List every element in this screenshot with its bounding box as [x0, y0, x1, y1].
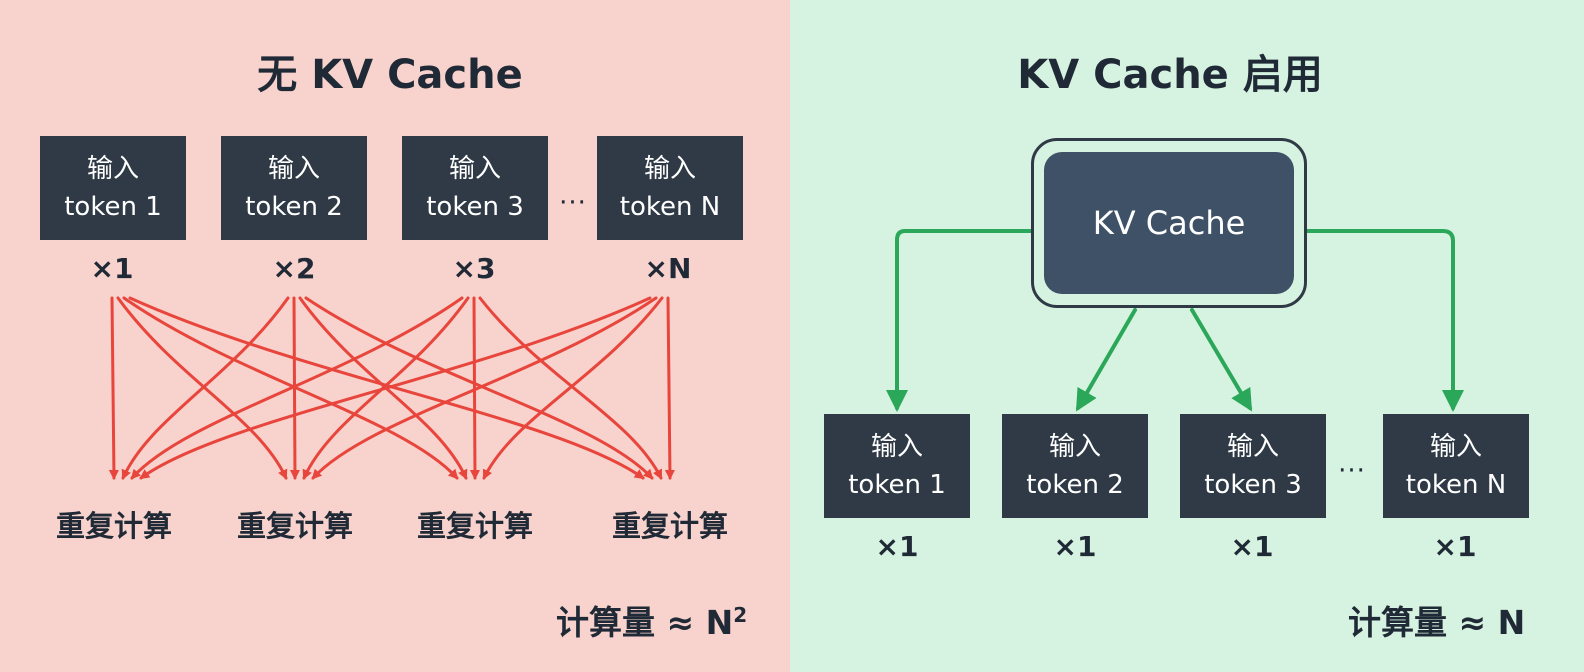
- recompute-label-2: 重复计算: [236, 509, 354, 543]
- token-line1: 输入: [1048, 432, 1101, 462]
- no-kv-cache-panel: [0, 0, 790, 672]
- recompute-arrow: [139, 296, 652, 480]
- left-title: 无 KV Cache: [257, 52, 523, 98]
- token-line1: 输入: [643, 154, 696, 184]
- right-token-1: 输入 token 1: [824, 414, 970, 518]
- left-mult-2: ×2: [272, 252, 316, 285]
- right-cost: 计算量 ≈ N: [1348, 603, 1526, 642]
- right-mult-3: ×1: [1230, 530, 1274, 563]
- right-mult-2: ×1: [1053, 530, 1097, 563]
- recompute-arrow: [469, 296, 480, 480]
- token-line2: token 2: [1026, 470, 1124, 500]
- recompute-arrow: [664, 296, 675, 480]
- right-mult-1: ×1: [875, 530, 919, 563]
- kv-cache-box: KV Cache: [1044, 152, 1294, 294]
- cache-arrow: [1305, 229, 1464, 412]
- right-title: KV Cache 启用: [1017, 52, 1323, 98]
- token-line1: 输入: [1429, 432, 1482, 462]
- token-line1: 输入: [870, 432, 923, 462]
- left-mult-n: ×N: [644, 252, 692, 285]
- right-token-3: 输入 token 3: [1180, 414, 1326, 518]
- recompute-arrow: [302, 296, 470, 480]
- recompute-label-1: 重复计算: [55, 509, 173, 543]
- cache-arrows: [886, 229, 1464, 412]
- left-cost-label: 计算量 ≈ N: [556, 603, 734, 642]
- token-line1: 输入: [448, 154, 501, 184]
- cache-arrow: [1190, 308, 1253, 412]
- cache-arrow: [886, 229, 1033, 412]
- left-cost: 计算量 ≈ N2: [556, 596, 747, 644]
- token-line1: 输入: [86, 154, 139, 184]
- left-token-2: 输入 token 2: [221, 136, 367, 240]
- right-ellipsis: ···: [1338, 456, 1366, 486]
- left-ellipsis: ···: [559, 188, 587, 218]
- recompute-arrow: [482, 296, 664, 480]
- recompute-arrow: [116, 296, 288, 480]
- recompute-label-3: 重复计算: [416, 509, 534, 543]
- recompute-label-n: 重复计算: [611, 509, 729, 543]
- recompute-arrow: [108, 296, 119, 480]
- recompute-arrow: [304, 296, 654, 480]
- recompute-arrows: [108, 296, 675, 480]
- token-line2: token 2: [245, 192, 343, 222]
- token-line2: token N: [619, 192, 721, 222]
- cache-arrow: [1075, 308, 1137, 412]
- token-line2: token 3: [426, 192, 524, 222]
- left-token-1: 输入 token 1: [40, 136, 186, 240]
- recompute-arrow: [122, 296, 459, 480]
- token-line1: 输入: [267, 154, 320, 184]
- left-token-n: 输入 token N: [597, 136, 743, 240]
- left-token-3: 输入 token 3: [402, 136, 548, 240]
- right-mult-n: ×1: [1433, 530, 1477, 563]
- token-line2: token N: [1405, 470, 1507, 500]
- token-line2: token 1: [848, 470, 946, 500]
- right-token-n: 输入 token N: [1383, 414, 1529, 518]
- left-mult-1: ×1: [90, 252, 134, 285]
- token-line1: 输入: [1226, 432, 1279, 462]
- recompute-arrow: [478, 296, 663, 480]
- recompute-arrow: [130, 296, 464, 480]
- recompute-arrow: [298, 296, 468, 480]
- left-mult-3: ×3: [452, 252, 496, 285]
- recompute-arrow: [128, 296, 645, 480]
- token-line2: token 3: [1204, 470, 1302, 500]
- token-line2: token 1: [64, 192, 162, 222]
- recompute-arrow: [121, 296, 290, 480]
- left-cost-exponent: 2: [733, 603, 748, 627]
- right-token-2: 输入 token 2: [1002, 414, 1148, 518]
- recompute-arrow: [311, 296, 658, 480]
